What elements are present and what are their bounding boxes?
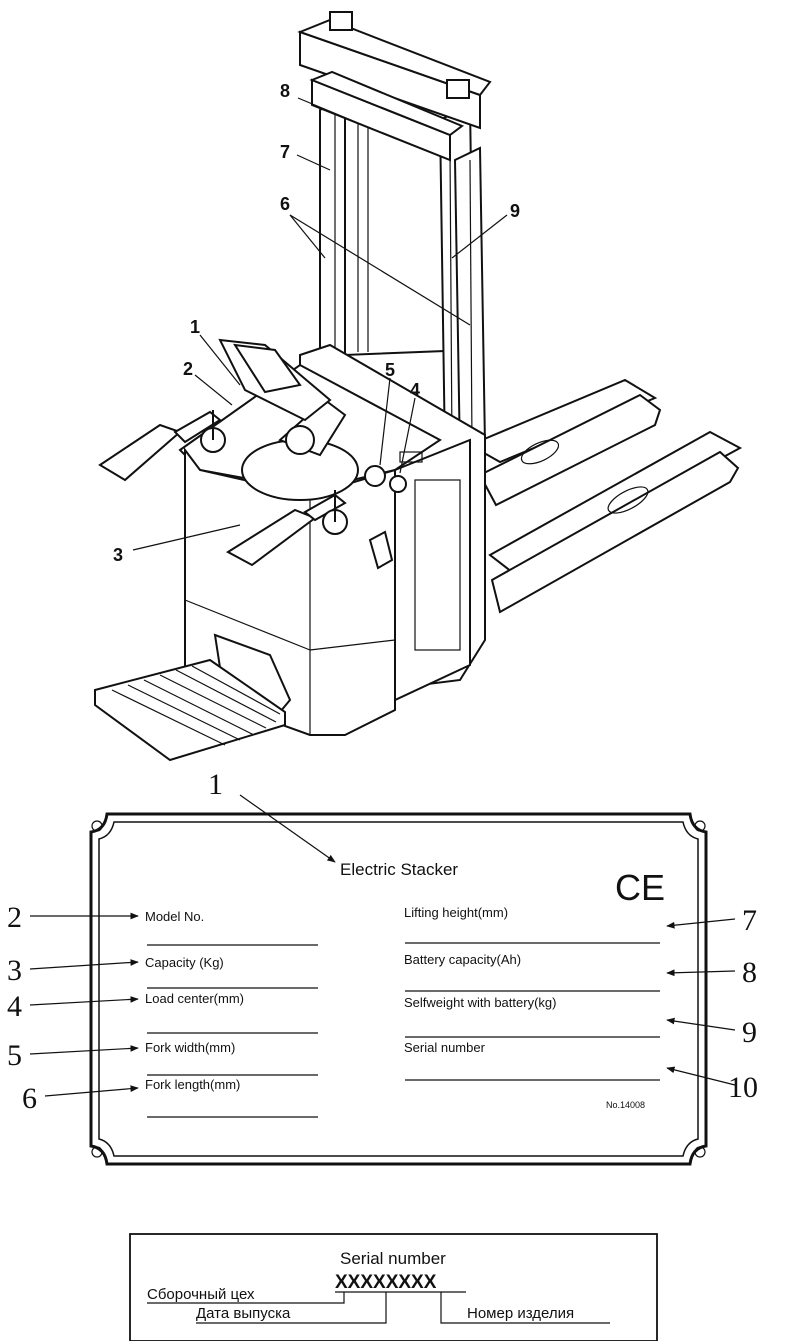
mast xyxy=(319,93,487,460)
connector-release-date xyxy=(196,1292,387,1324)
nameplate-callout-3: 3 xyxy=(7,954,22,987)
mounting-hole-br xyxy=(694,1146,706,1158)
stacker-callout-5: 5 xyxy=(385,360,395,380)
nameplate-callout-7: 7 xyxy=(742,904,757,937)
nameplate-callout-6: 6 xyxy=(22,1082,37,1115)
field-capacity: Capacity (Kg) xyxy=(145,955,224,970)
stacker-callouts: 1 2 3 4 5 6 7 8 9 xyxy=(113,81,520,565)
label-product-number: Номер изделия xyxy=(467,1305,574,1322)
nameplate-callout-5: 5 xyxy=(7,1039,22,1072)
nameplate-callout-8: 8 xyxy=(742,956,757,989)
mounting-hole-tr xyxy=(694,820,706,832)
stacker-callout-8: 8 xyxy=(280,81,290,101)
tiller-and-handles xyxy=(98,338,359,567)
nameplate-callout-2: 2 xyxy=(7,901,22,934)
field-fork-length: Fork length(mm) xyxy=(145,1077,240,1092)
serial-number-legend: Serial number XXXXXXXX Сборочный цех Дат… xyxy=(129,1233,658,1341)
nameplate-callouts: 1 2 3 4 5 6 7 8 9 10 xyxy=(7,768,758,1115)
field-model-no: Model No. xyxy=(145,909,204,924)
mast-top-frame xyxy=(297,11,492,162)
stacker-callout-4: 4 xyxy=(410,380,420,400)
operator-platform xyxy=(94,633,292,762)
connector-assembly-shop xyxy=(147,1292,345,1304)
ce-mark: CE xyxy=(615,867,665,908)
plate-number: No.14008 xyxy=(606,1100,645,1110)
field-battery-capacity: Battery capacity(Ah) xyxy=(404,952,521,967)
nameplate-arrows xyxy=(29,794,736,1097)
stacker-callout-7: 7 xyxy=(280,142,290,162)
label-assembly-shop: Сборочный цех xyxy=(147,1286,255,1303)
mounting-hole-bl xyxy=(91,1146,103,1158)
stacker-callout-2: 2 xyxy=(183,359,193,379)
mounting-hole-tl xyxy=(91,820,103,832)
forks xyxy=(467,378,743,614)
stacker-callout-3: 3 xyxy=(113,545,123,565)
serial-title: Serial number xyxy=(340,1249,446,1268)
field-serial-number: Serial number xyxy=(404,1040,486,1055)
nameplate-callout-4: 4 xyxy=(7,990,22,1023)
field-load-center: Load center(mm) xyxy=(145,991,244,1006)
nameplate-title: Electric Stacker xyxy=(340,860,458,879)
stacker-callout-1: 1 xyxy=(190,317,200,337)
stacker-illustration: 1 2 3 4 5 6 7 8 9 xyxy=(94,11,743,762)
field-fork-width: Fork width(mm) xyxy=(145,1040,235,1055)
label-release-date: Дата выпуска xyxy=(196,1305,291,1322)
nameplate: Electric Stacker CE No.14008 Model No. C… xyxy=(7,768,758,1166)
stacker-leaders xyxy=(132,97,508,551)
nameplate-callout-9: 9 xyxy=(742,1016,757,1049)
stacker-callout-9: 9 xyxy=(510,201,520,221)
serial-code: XXXXXXXX xyxy=(335,1272,437,1293)
connector-product-number xyxy=(440,1292,610,1324)
nameplate-inner-frame xyxy=(98,821,699,1157)
nameplate-callout-10: 10 xyxy=(728,1071,758,1104)
nameplate-callout-1: 1 xyxy=(208,768,223,801)
stacker-callout-6: 6 xyxy=(280,194,290,214)
field-selfweight: Selfweight with battery(kg) xyxy=(404,995,556,1010)
field-lifting-height: Lifting height(mm) xyxy=(404,905,508,920)
